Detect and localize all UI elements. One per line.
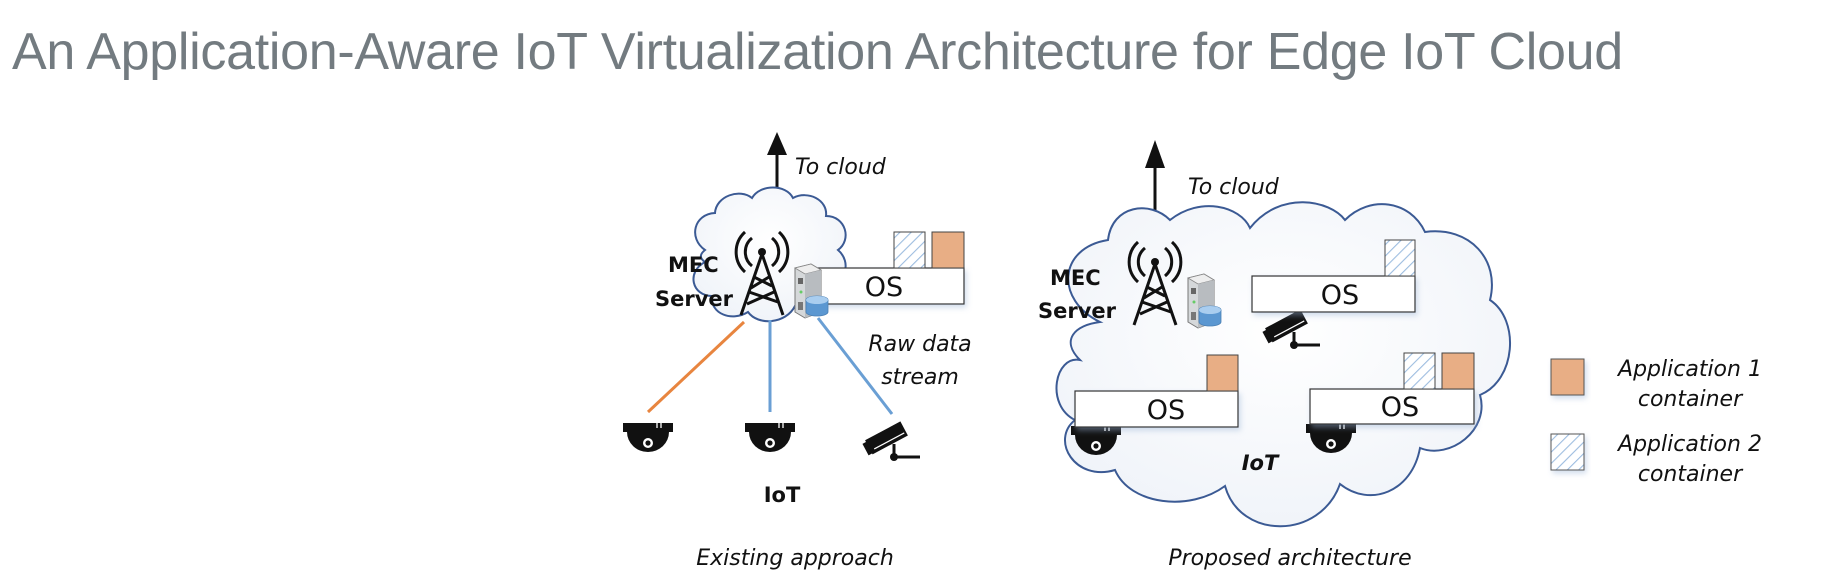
legend: Application 1 container Application 2 co… xyxy=(1550,357,1762,487)
to-cloud-label: To cloud xyxy=(1188,175,1280,200)
iot-label: IoT xyxy=(1242,451,1280,475)
orange-link xyxy=(646,320,746,414)
os-label: OS xyxy=(865,272,903,303)
existing-caption: Existing approach xyxy=(696,546,894,571)
legend-item-app2: Application 2 container xyxy=(1550,432,1762,487)
bullet-camera-icon xyxy=(860,419,922,463)
legend-item-app1: Application 1 container xyxy=(1550,357,1762,412)
app2-container xyxy=(893,231,926,269)
iot-label: IoT xyxy=(764,483,801,507)
page-title: An Application-Aware IoT Virtualization … xyxy=(12,23,1623,81)
proposed-caption: Proposed architecture xyxy=(1168,546,1411,571)
os-label: OS xyxy=(1147,395,1185,426)
to-cloud-label: To cloud xyxy=(795,155,887,180)
blue-link-right xyxy=(816,317,894,415)
arrow-up-icon xyxy=(767,132,787,190)
raw-data-label-line2: stream xyxy=(881,365,959,390)
orange-square-icon xyxy=(1550,358,1585,396)
dome-camera-icon xyxy=(744,422,796,453)
mec-label-line1: MEC xyxy=(1050,266,1101,290)
raw-data-label-line1: Raw data xyxy=(868,332,971,357)
legend-label-line1: Application 1 xyxy=(1616,357,1762,382)
os-label: OS xyxy=(1321,280,1359,311)
app1-container xyxy=(1206,354,1239,392)
mec-label-line1: MEC xyxy=(668,253,719,277)
os-box xyxy=(799,267,965,305)
app1-container xyxy=(1441,352,1475,390)
os-box xyxy=(1251,275,1416,313)
hatched-square-icon xyxy=(1550,433,1585,471)
legend-label-line2: container xyxy=(1638,387,1744,412)
os-label: OS xyxy=(1381,392,1419,423)
app2-container xyxy=(1384,239,1416,277)
app1-container xyxy=(931,231,965,269)
os-box xyxy=(1074,390,1239,428)
dome-camera-icon xyxy=(622,422,674,453)
legend-label-line1: Application 2 xyxy=(1616,432,1762,457)
mec-label-line2: Server xyxy=(1038,299,1117,323)
proposed-architecture: To cloud MEC Server OS OS OS IoT Propose… xyxy=(1038,140,1511,571)
os-box xyxy=(1309,388,1475,425)
legend-label-line2: container xyxy=(1638,462,1744,487)
existing-approach: To cloud MEC Server OS Raw data stream I… xyxy=(622,132,972,571)
app2-container xyxy=(1403,352,1436,390)
mec-label-line2: Server xyxy=(655,287,734,311)
